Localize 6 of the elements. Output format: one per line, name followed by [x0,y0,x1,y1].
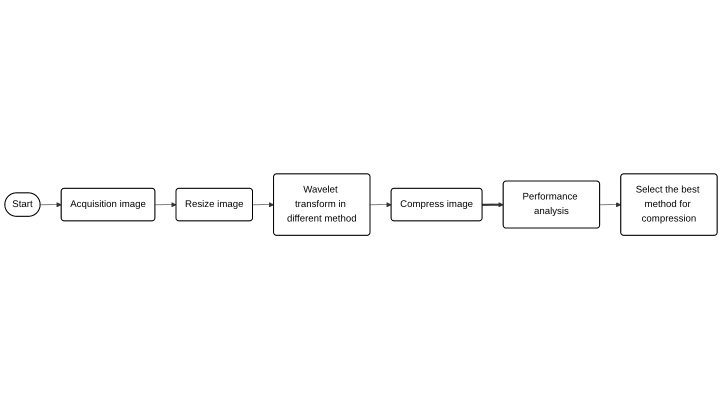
arrow [40,202,62,208]
arrow [600,202,622,208]
arrow [482,202,504,208]
arrow [370,202,392,208]
arrow [154,202,177,208]
arrow [252,202,274,208]
